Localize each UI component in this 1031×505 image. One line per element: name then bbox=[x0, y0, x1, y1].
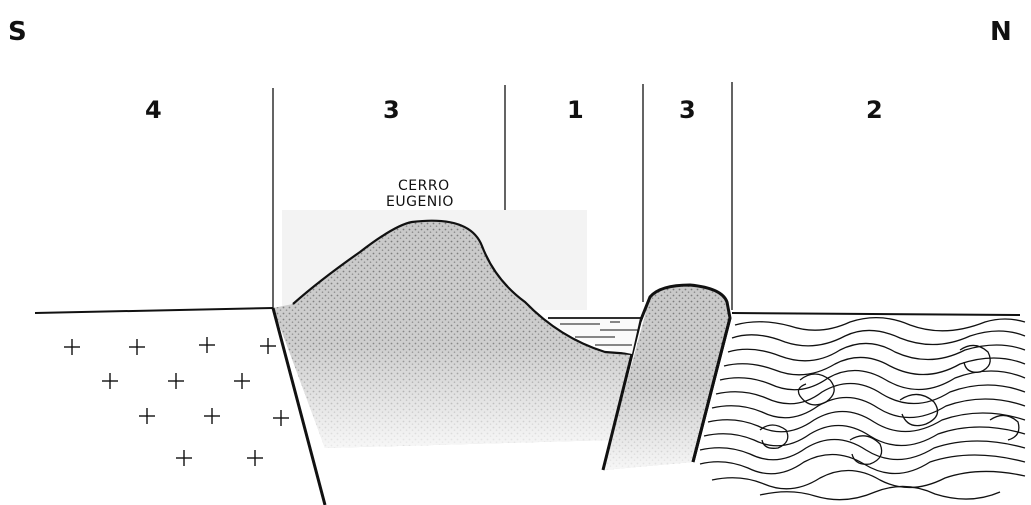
zone-label: 1 bbox=[567, 96, 584, 124]
peak-label-line2: EUGENIO bbox=[386, 194, 454, 210]
zone-label: 3 bbox=[383, 96, 400, 124]
folded-metamorphic-pattern bbox=[700, 318, 1025, 500]
granite-pattern bbox=[64, 337, 289, 466]
peak-label-line1: CERRO bbox=[398, 178, 450, 194]
zone-label: 4 bbox=[145, 96, 162, 124]
ground-surface-right bbox=[732, 313, 1020, 315]
direction-south-label: S bbox=[8, 17, 27, 47]
zone-label: 2 bbox=[866, 96, 883, 124]
ground-surface-left bbox=[35, 308, 273, 313]
direction-north-label: N bbox=[990, 17, 1012, 47]
zone-label: 3 bbox=[679, 96, 696, 124]
